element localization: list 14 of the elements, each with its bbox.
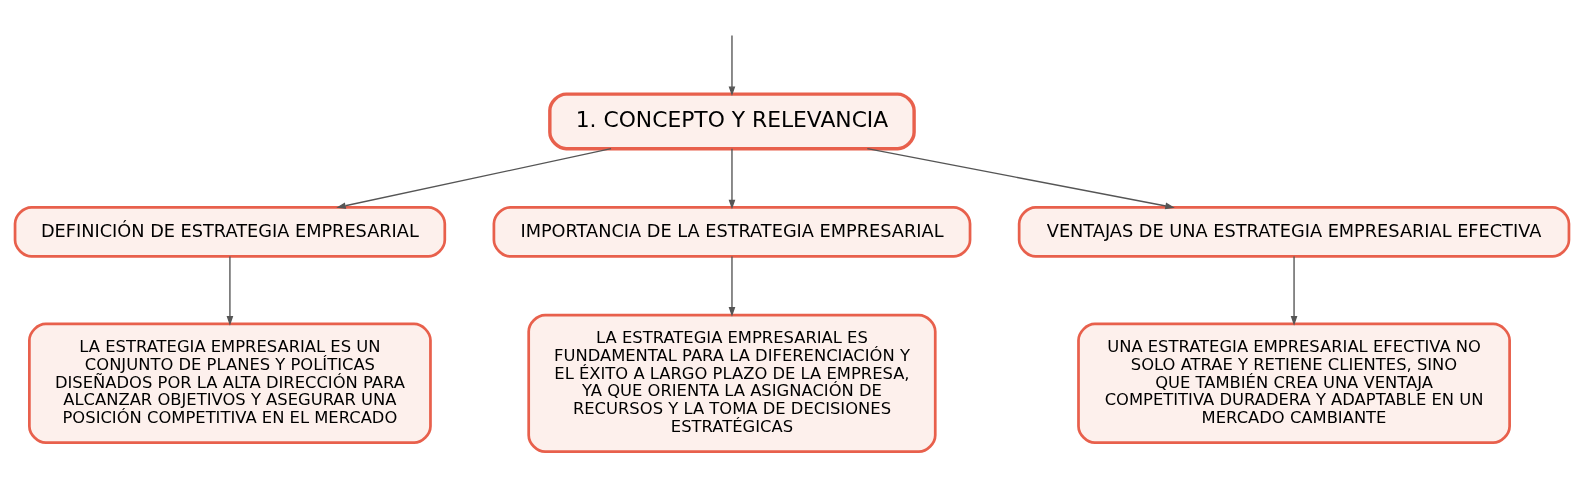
arrow xyxy=(336,148,612,209)
arrow xyxy=(226,255,234,326)
arrow xyxy=(866,148,1175,210)
node-box: DEFINICIÓN DE ESTRATEGIA EMPRESARIAL xyxy=(13,205,447,258)
arrow xyxy=(728,148,736,210)
node-box: UNA ESTRATEGIA EMPRESARIAL EFECTIVA NO SOLO ATRAE Y RETIENE CLIENTES, SINO QUE TAMBIÉN CREA UNA VENTAJA COMPETITIVA DURADERA Y ADAPTABLE EN UN MERCADO CAMBIANTE xyxy=(1077,322,1511,445)
node-box: VENTAJAS DE UNA ESTRATEGIA EMPRESARIAL EFECTIVA xyxy=(1017,205,1571,258)
node-box: LA ESTRATEGIA EMPRESARIAL ES FUNDAMENTAL PARA LA DIFERENCIACIÓN Y EL ÉXITO A LARGO PLAZO DE LA EMPRESA, YA QUE ORIENTA LA ASIGNACIÓN DE RECURSOS Y LA TOMA DE DECISIONES ESTRATÉGICAS xyxy=(527,313,937,453)
arrow xyxy=(728,34,736,96)
node-box: IMPORTANCIA DE LA ESTRATEGIA EMPRESARIAL xyxy=(492,205,972,258)
arrow xyxy=(1290,255,1298,326)
node-box: LA ESTRATEGIA EMPRESARIAL ES UN CONJUNTO DE PLANES Y POLÍTICAS DISEÑADOS POR LA ALTA DIRECCIÓN PARA ALCANZAR OBJETIVOS Y ASEGURAR UNA POSICIÓN COMPETITIVA EN EL MERCADO xyxy=(28,322,432,445)
node-box: 1. CONCEPTO Y RELEVANCIA xyxy=(548,92,916,151)
arrow xyxy=(728,255,736,317)
